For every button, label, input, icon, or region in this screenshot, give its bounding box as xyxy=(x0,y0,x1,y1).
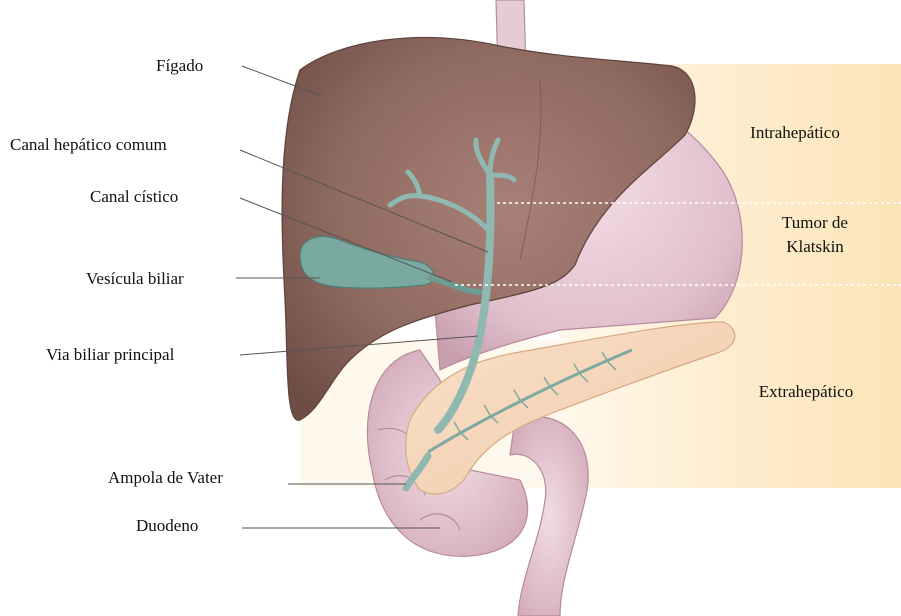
label-via-biliar-principal: Via biliar principal xyxy=(46,345,174,365)
zone-tumor-line1: Tumor de xyxy=(750,211,880,235)
zone-tumor-line2: Klatskin xyxy=(750,235,880,259)
label-vesicula-biliar: Vesícula biliar xyxy=(86,269,184,289)
label-duodeno: Duodeno xyxy=(136,516,198,536)
label-canal-cistico: Canal cístico xyxy=(90,187,178,207)
zone-extrahepatico: Extrahepático xyxy=(736,380,876,404)
label-figado: Fígado xyxy=(156,56,203,76)
label-canal-hepatico-comum: Canal hepático comum xyxy=(10,135,167,155)
label-ampola-de-vater: Ampola de Vater xyxy=(108,468,223,488)
zone-intrahepatico: Intrahepático xyxy=(730,121,860,145)
zone-tumor-klatskin: Tumor de Klatskin xyxy=(750,211,880,259)
